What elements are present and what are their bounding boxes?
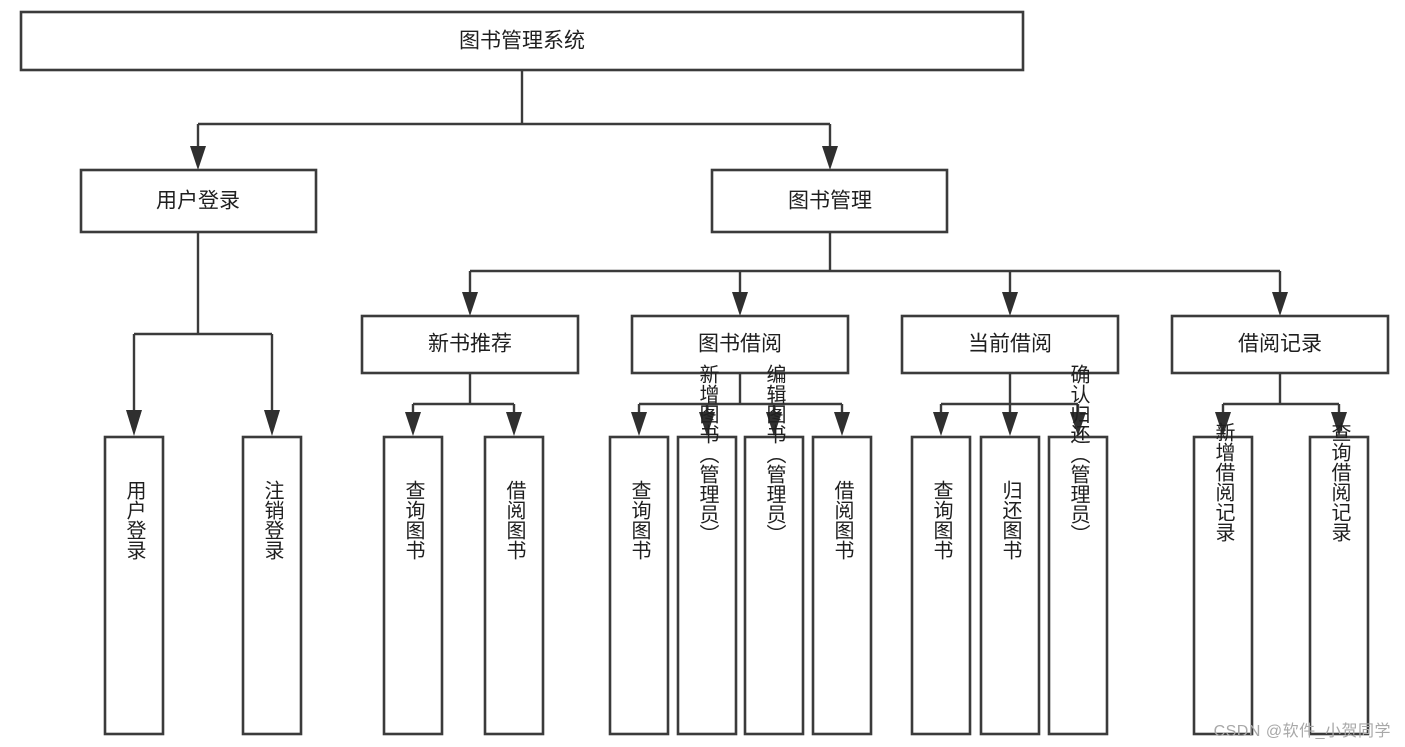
arrowhead-borrow-record	[1272, 292, 1288, 316]
arrowhead-current-borrow	[1002, 292, 1018, 316]
node-leaf-query-book-2-box[interactable]	[608, 435, 670, 736]
node-leaf-add-book[interactable]: 新增图书（管理员）	[676, 364, 738, 736]
connector-layer	[126, 70, 1347, 436]
node-leaf-query-book-3-box[interactable]	[910, 435, 972, 736]
node-leaf-query-record-box[interactable]	[1308, 435, 1370, 736]
node-leaf-edit-book-label: 编辑图书（管理员）	[763, 364, 786, 544]
node-leaf-borrow-book-2-box[interactable]	[811, 435, 873, 736]
node-leaf-logout[interactable]: 注销登录	[241, 435, 303, 736]
arrowhead-leaf-borrow-book-2	[834, 412, 850, 436]
node-book-borrow[interactable]: 图书借阅	[630, 314, 850, 375]
arrowhead-leaf-query-record	[1331, 412, 1347, 436]
node-borrow-record[interactable]: 借阅记录	[1170, 314, 1390, 375]
arrowhead-leaf-edit-book	[766, 412, 782, 436]
node-leaf-query-record-label: 查询借阅记录	[1328, 422, 1351, 542]
node-leaf-logout-box[interactable]	[241, 435, 303, 736]
node-book-manage[interactable]: 图书管理	[710, 168, 949, 234]
node-leaf-confirm-return[interactable]: 确认归还（管理员）	[1047, 364, 1109, 736]
node-leaf-query-book-1[interactable]: 查询图书	[382, 435, 444, 736]
arrowhead-user-login	[190, 146, 206, 170]
node-leaf-query-book-2[interactable]: 查询图书	[608, 435, 670, 736]
node-leaf-add-book-label: 新增图书（管理员）	[696, 364, 719, 544]
arrowhead-leaf-query-book-1	[405, 412, 421, 436]
node-root-label: 图书管理系统	[459, 30, 585, 53]
node-leaf-add-record-label: 新增借阅记录	[1212, 422, 1235, 542]
node-borrow-record-label: 借阅记录	[1238, 333, 1322, 356]
node-book-manage-label: 图书管理	[788, 190, 872, 213]
node-leaf-borrow-book-2[interactable]: 借阅图书	[811, 435, 873, 736]
node-leaf-confirm-return-box[interactable]	[1047, 435, 1109, 736]
arrowhead-leaf-user-login	[126, 410, 142, 436]
node-leaf-query-book-1-box[interactable]	[382, 435, 444, 736]
node-leaf-return-book-label: 归还图书	[999, 480, 1022, 560]
node-leaf-borrow-book-1-box[interactable]	[483, 435, 545, 736]
node-user-login-box[interactable]	[79, 168, 318, 234]
arrowhead-new-book-recommend	[462, 292, 478, 316]
arrowhead-leaf-return-book	[1002, 412, 1018, 436]
node-leaf-confirm-return-label: 确认归还（管理员）	[1067, 364, 1090, 544]
node-book-borrow-label: 图书借阅	[698, 333, 782, 356]
arrowhead-leaf-borrow-book-1	[506, 412, 522, 436]
node-new-book-recommend-box[interactable]	[360, 314, 580, 375]
node-leaf-query-book-3[interactable]: 查询图书	[910, 435, 972, 736]
node-borrow-record-box[interactable]	[1170, 314, 1390, 375]
node-leaf-return-book-box[interactable]	[979, 435, 1041, 736]
node-leaf-user-login-label: 用户登录	[123, 480, 146, 560]
arrowhead-book-manage	[822, 146, 838, 170]
node-leaf-logout-label: 注销登录	[261, 480, 284, 560]
node-leaf-query-book-3-label: 查询图书	[930, 480, 953, 560]
node-book-manage-box[interactable]	[710, 168, 949, 234]
node-root[interactable]: 图书管理系统	[19, 10, 1025, 72]
node-user-login-label: 用户登录	[156, 190, 240, 213]
node-leaf-query-record[interactable]: 查询借阅记录	[1308, 422, 1370, 736]
node-leaf-add-record[interactable]: 新增借阅记录	[1192, 422, 1254, 736]
node-current-borrow-box[interactable]	[900, 314, 1120, 375]
node-root-box[interactable]	[19, 10, 1025, 72]
node-leaf-user-login[interactable]: 用户登录	[103, 435, 165, 736]
arrowhead-book-borrow	[732, 292, 748, 316]
node-leaf-return-book[interactable]: 归还图书	[979, 435, 1041, 736]
arrowhead-leaf-add-record	[1215, 412, 1231, 436]
node-leaf-query-book-1-label: 查询图书	[402, 480, 425, 560]
arrowhead-leaf-query-book-2	[631, 412, 647, 436]
node-leaf-add-record-box[interactable]	[1192, 435, 1254, 736]
node-leaf-edit-book-box[interactable]	[743, 435, 805, 736]
arrowhead-leaf-add-book	[699, 412, 715, 436]
node-leaf-borrow-book-2-label: 借阅图书	[831, 480, 854, 560]
node-current-borrow[interactable]: 当前借阅	[900, 314, 1120, 375]
node-leaf-edit-book[interactable]: 编辑图书（管理员）	[743, 364, 805, 736]
node-new-book-recommend[interactable]: 新书推荐	[360, 314, 580, 375]
arrowhead-leaf-query-book-3	[933, 412, 949, 436]
arrowhead-leaf-logout	[264, 410, 280, 436]
node-book-borrow-box[interactable]	[630, 314, 850, 375]
node-new-book-recommend-label: 新书推荐	[428, 333, 512, 356]
watermark: CSDN @软件_小贺同学	[1213, 723, 1391, 740]
node-leaf-borrow-book-1-label: 借阅图书	[503, 480, 526, 560]
node-leaf-user-login-box[interactable]	[103, 435, 165, 736]
node-leaf-query-book-2-label: 查询图书	[628, 480, 651, 560]
node-leaf-add-book-box[interactable]	[676, 435, 738, 736]
node-current-borrow-label: 当前借阅	[968, 333, 1052, 356]
arrowhead-leaf-confirm-return	[1070, 412, 1086, 436]
node-user-login[interactable]: 用户登录	[79, 168, 318, 234]
node-leaf-borrow-book-1[interactable]: 借阅图书	[483, 435, 545, 736]
